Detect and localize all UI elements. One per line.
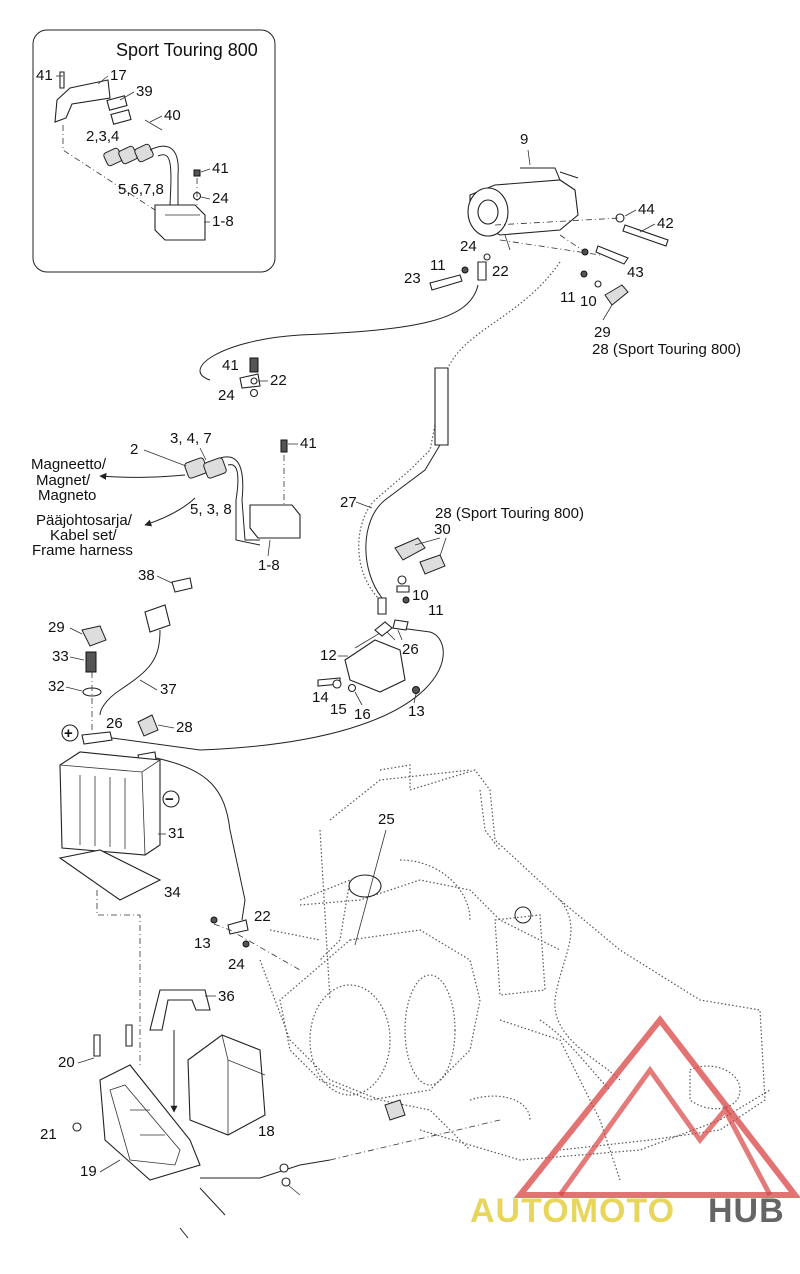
bat-label-22: 22 bbox=[254, 908, 271, 925]
bat-label-26: 26 bbox=[106, 715, 123, 732]
inset-label-2-3-4: 2,3,4 bbox=[86, 128, 119, 145]
inset-label-24: 24 bbox=[212, 190, 229, 207]
magneto-callout: Magneetto/ Magnet/ Magneto bbox=[31, 456, 107, 504]
starter-label-9: 9 bbox=[520, 131, 528, 148]
bat-label-18: 19 bbox=[80, 1163, 97, 1180]
reg-label-22: 22 bbox=[270, 372, 287, 389]
bat-label-36: 36 bbox=[218, 988, 235, 1005]
battery-group: 38 37 29 33 32 26 28 + bbox=[40, 567, 501, 1239]
sol-label-26: 26 bbox=[402, 641, 419, 658]
bat-label-38: 38 bbox=[138, 567, 155, 584]
sol-label-13: 13 bbox=[408, 703, 425, 720]
reg-label-41b: 41 bbox=[300, 435, 317, 452]
reg-label-5-3-8: 5, 3, 8 bbox=[190, 501, 232, 518]
bat-label-28: 28 bbox=[176, 719, 193, 736]
reg-label-24: 24 bbox=[218, 387, 235, 404]
reg-label-3-4-7: 3, 4, 7 bbox=[170, 430, 212, 447]
battery-minus-sign bbox=[162, 790, 180, 808]
starter-label-24: 24 bbox=[460, 238, 477, 255]
starter-label-29: 29 bbox=[594, 324, 611, 341]
bat-label-34: 34 bbox=[164, 884, 181, 901]
starter-cable-27: 27 bbox=[199, 261, 561, 601]
inset-label-5-6-7-8: 5,6,7,8 bbox=[118, 181, 164, 198]
regulator-group: 41 22 24 41 3, 4, 7 2 5, 3, 8 1-8 Magnee… bbox=[31, 357, 317, 574]
sport-touring-inset: Sport Touring 800 41 17 39 40 2,3,4 41 2… bbox=[32, 29, 276, 273]
reg-label-41: 41 bbox=[222, 357, 239, 374]
bat-label-29: 29 bbox=[48, 619, 65, 636]
watermark-text-automoto: AUTOMOTO bbox=[470, 1192, 675, 1230]
harness-line-2: Kabel set/ bbox=[50, 527, 118, 544]
battery-plus-text: + bbox=[64, 725, 73, 742]
inset-frame bbox=[32, 29, 276, 273]
bat-label-37: 37 bbox=[160, 681, 177, 698]
sol-label-30: 30 bbox=[434, 521, 451, 538]
starter-label-22: 22 bbox=[492, 263, 509, 280]
regulator-connectors bbox=[184, 456, 261, 546]
starter-label-43: 43 bbox=[627, 264, 644, 281]
magneto-line-2: Magnet/ bbox=[36, 472, 91, 489]
inset-label-41b: 41 bbox=[212, 160, 229, 177]
sol-label-28-sport: 28 (Sport Touring 800) bbox=[435, 505, 584, 522]
starter-label-44: 44 bbox=[638, 201, 655, 218]
reg-label-1-8: 1-8 bbox=[258, 557, 280, 574]
bat-label-20: 20 bbox=[58, 1054, 75, 1071]
bat-label-32: 32 bbox=[48, 678, 65, 695]
sol-label-14: 14 bbox=[312, 689, 329, 706]
sol-label-16: 16 bbox=[354, 706, 371, 723]
solenoid-group: 28 (Sport Touring 800) 30 10 11 26 12 14… bbox=[199, 505, 584, 751]
inset-title: Sport Touring 800 bbox=[116, 40, 258, 60]
automotohub-watermark: AUTOMOTO HUB bbox=[470, 1015, 800, 1230]
battery-minus-text: − bbox=[165, 791, 174, 808]
watermark-logo-triangle bbox=[513, 1015, 800, 1198]
bat-label-25: 25 bbox=[378, 811, 395, 828]
inset-label-40: 40 bbox=[164, 107, 181, 124]
inset-connectors bbox=[103, 143, 179, 206]
inset-label-17: 17 bbox=[110, 67, 127, 84]
magneto-line-1: Magneetto/ bbox=[31, 456, 107, 473]
bat-label-31: 31 bbox=[168, 825, 185, 842]
harness-line-3: Frame harness bbox=[32, 542, 133, 559]
inset-label-1-8: 1-8 bbox=[212, 213, 234, 230]
sol-label-12: 12 bbox=[320, 647, 337, 664]
watermark-text-hub: HUB bbox=[708, 1192, 785, 1230]
harness-line-1: Pääjohtosarja/ bbox=[36, 512, 133, 529]
sol-label-15: 15 bbox=[330, 701, 347, 718]
cable-label-27: 27 bbox=[340, 494, 357, 511]
inset-label-39: 39 bbox=[136, 83, 153, 100]
sol-label-11: 11 bbox=[428, 602, 444, 619]
bat-label-21: 21 bbox=[40, 1126, 57, 1143]
harness-callout: Pääjohtosarja/ Kabel set/ Frame harness bbox=[32, 512, 133, 559]
bat-label-35: 18 bbox=[258, 1123, 275, 1140]
inset-label-41: 41 bbox=[36, 67, 53, 84]
bat-label-13: 13 bbox=[194, 935, 211, 952]
starter-label-10: 10 bbox=[580, 293, 597, 310]
starter-label-23: 23 bbox=[404, 270, 421, 287]
sol-label-10: 10 bbox=[412, 587, 429, 604]
bat-label-33: 33 bbox=[52, 648, 69, 665]
magneto-line-3: Magneto bbox=[38, 487, 96, 504]
starter-label-28-sport: 28 (Sport Touring 800) bbox=[592, 341, 741, 358]
reg-label-2: 2 bbox=[130, 441, 138, 458]
starter-label-11: 11 bbox=[430, 257, 446, 274]
bat-label-24: 24 bbox=[228, 956, 245, 973]
starter-label-11b: 11 bbox=[560, 289, 576, 306]
starter-motor-group: 9 44 42 24 11 22 23 43 11 10 29 28 (Spor… bbox=[404, 131, 741, 358]
starter-label-42: 42 bbox=[657, 215, 674, 232]
battery-plus-sign bbox=[61, 724, 79, 742]
vehicle-frame: 25 bbox=[259, 764, 771, 1181]
